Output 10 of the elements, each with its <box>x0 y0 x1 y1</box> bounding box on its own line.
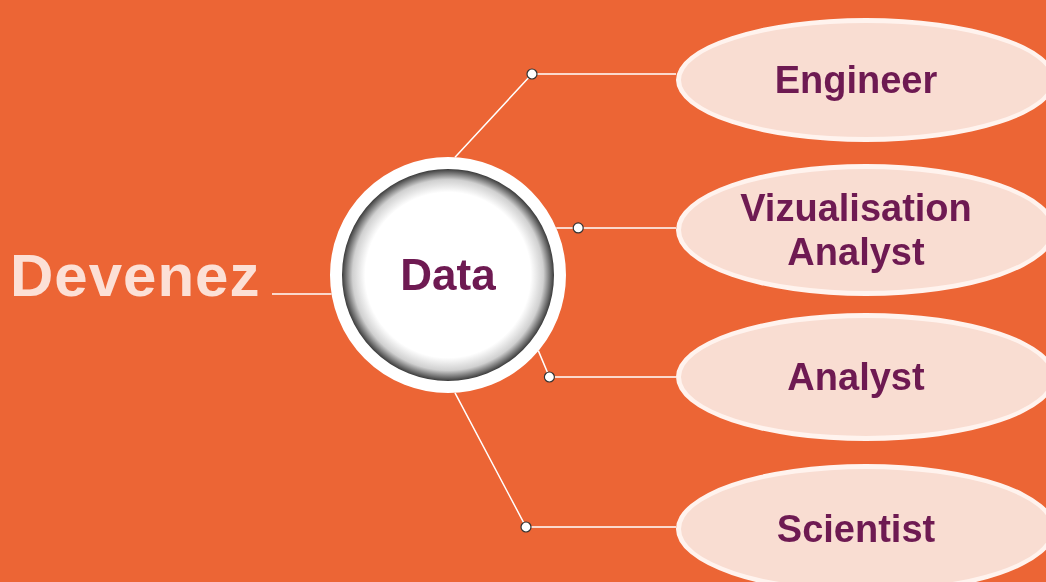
node-label: Vizualisation Analyst <box>739 186 973 274</box>
node-label: Data <box>400 250 496 300</box>
connector-line <box>271 293 333 295</box>
connector-line <box>537 350 677 378</box>
node-label: Analyst <box>787 355 925 399</box>
node-label: Scientist <box>776 507 936 551</box>
connector-line <box>454 392 677 528</box>
node-label: Engineer <box>774 58 938 102</box>
title-text: Devenez <box>10 240 272 310</box>
connector-line <box>454 73 677 158</box>
